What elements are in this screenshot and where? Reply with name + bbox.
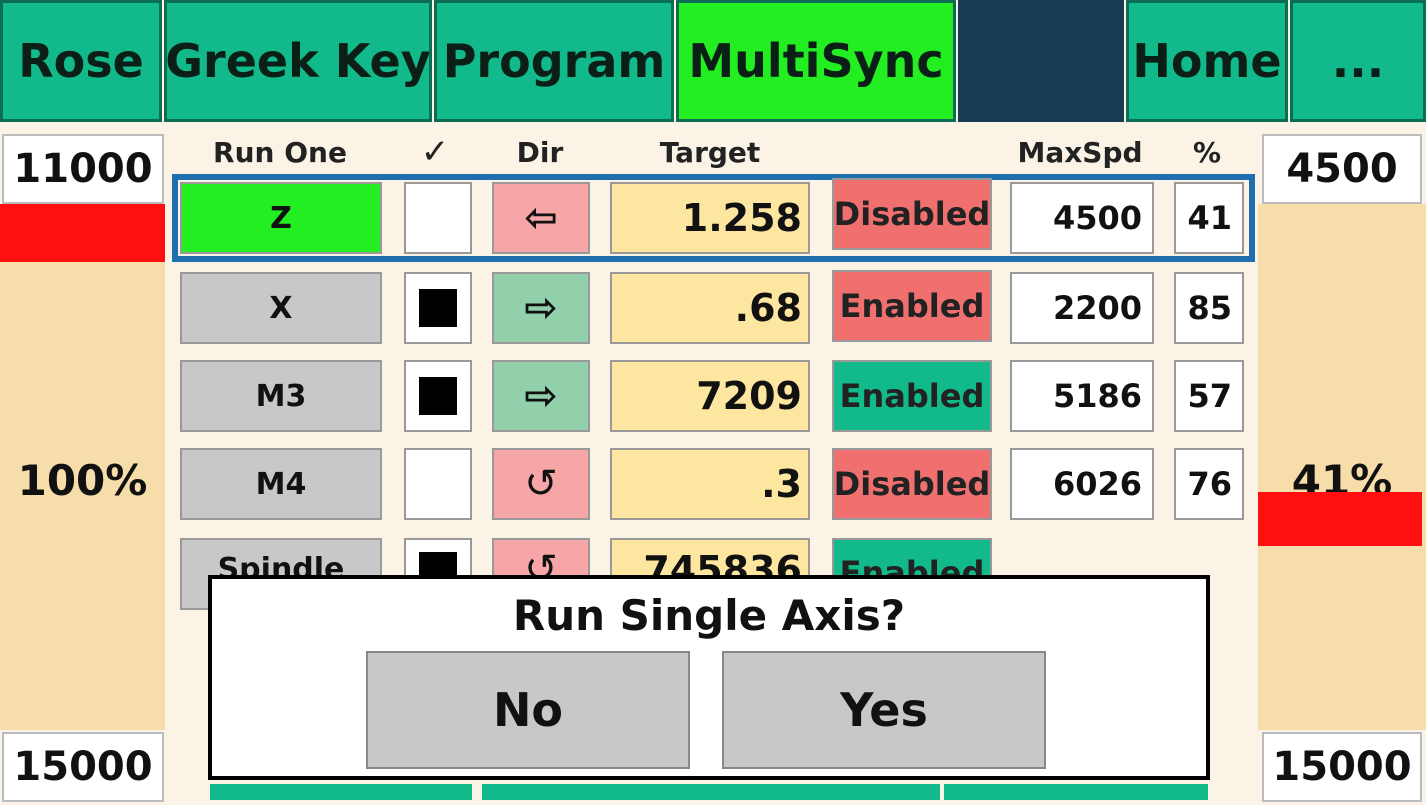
status-toggle-x[interactable]: Enabled (832, 270, 992, 342)
percent-field-m4[interactable]: 76 (1174, 448, 1244, 520)
axis-checkbox-x[interactable] (404, 272, 472, 344)
tab-blank (958, 0, 1124, 122)
direction-button-z[interactable]: ⇦ (492, 182, 590, 254)
percent-field-x[interactable]: 85 (1174, 272, 1244, 344)
direction-button-m3[interactable]: ⇨ (492, 360, 590, 432)
status-toggle-m4[interactable]: Disabled (832, 448, 992, 520)
tab-more[interactable]: ... (1290, 0, 1426, 122)
header-maxspd: MaxSpd (1017, 135, 1143, 169)
tab-home[interactable]: Home (1126, 0, 1288, 122)
target-field-m4[interactable]: .3 (610, 448, 810, 520)
tab-multisync[interactable]: MultiSync (676, 0, 956, 122)
dialog-title: Run Single Axis? (512, 591, 906, 640)
percent-field-z[interactable]: 41 (1174, 182, 1244, 254)
axis-button-x[interactable]: X (180, 272, 382, 344)
confirm-dialog: Run Single Axis? No Yes (208, 575, 1210, 780)
header-check: ✓ (420, 132, 450, 172)
maxspd-field-m3[interactable]: 5186 (1010, 360, 1154, 432)
target-field-x[interactable]: .68 (610, 272, 810, 344)
no-button[interactable]: No (366, 651, 690, 769)
left-gauge[interactable] (0, 262, 165, 730)
axis-button-m3[interactable]: M3 (180, 360, 382, 432)
target-field-z[interactable]: 1.258 (610, 182, 810, 254)
tab-program[interactable]: Program (434, 0, 674, 122)
percent-field-m3[interactable]: 57 (1174, 360, 1244, 432)
checked-mark (419, 289, 457, 327)
status-toggle-z[interactable]: Disabled (832, 178, 992, 250)
bottom-strip (210, 784, 472, 800)
selected-row-frame (172, 174, 1255, 262)
status-toggle-m3[interactable]: Enabled (832, 360, 992, 432)
axis-checkbox-z[interactable] (404, 182, 472, 254)
yes-button[interactable]: Yes (722, 651, 1046, 769)
checked-mark (419, 377, 457, 415)
right-bar-bracket (1262, 492, 1272, 546)
left-bottom-value: 15000 (2, 732, 164, 802)
left-percent: 100% (17, 455, 148, 505)
axis-checkbox-m3[interactable] (404, 360, 472, 432)
header-run-one: Run One (213, 135, 347, 169)
direction-button-m4[interactable]: ↺ (492, 448, 590, 520)
tab-greek-key[interactable]: Greek Key (164, 0, 432, 122)
header-target: Target (659, 135, 761, 169)
header-dir: Dir (516, 135, 564, 169)
direction-button-x[interactable]: ⇨ (492, 272, 590, 344)
bottom-strip (482, 784, 940, 800)
tab-rose[interactable]: Rose (0, 0, 162, 122)
maxspd-field-x[interactable]: 2200 (1010, 272, 1154, 344)
bottom-strip (944, 784, 1208, 800)
target-field-m3[interactable]: 7209 (610, 360, 810, 432)
axis-button-m4[interactable]: M4 (180, 448, 382, 520)
axis-checkbox-m4[interactable] (404, 448, 472, 520)
axis-button-z[interactable]: Z (180, 182, 382, 254)
header-percent: % (1192, 135, 1222, 169)
right-gauge[interactable] (1258, 204, 1426, 730)
left-top-value: 11000 (2, 134, 164, 204)
maxspd-field-m4[interactable]: 6026 (1010, 448, 1154, 520)
right-top-value: 4500 (1262, 134, 1422, 204)
left-level-bar (0, 204, 165, 262)
right-level-bar (1258, 492, 1422, 546)
maxspd-field-z[interactable]: 4500 (1010, 182, 1154, 254)
right-bottom-value: 15000 (1262, 732, 1422, 802)
